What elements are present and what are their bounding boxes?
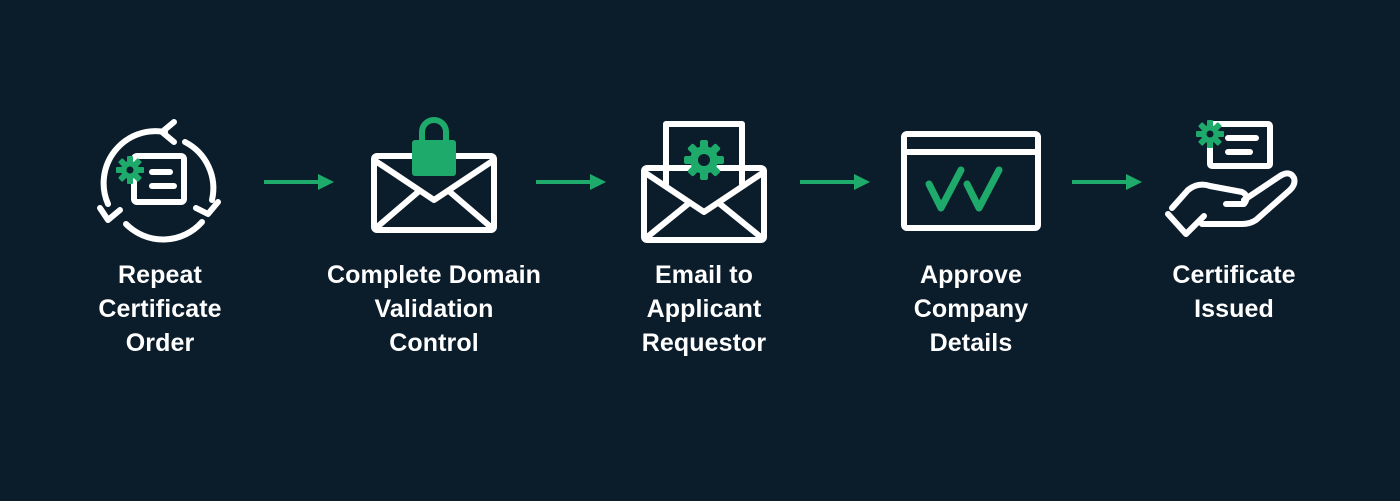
flow-arrow-icon (1072, 174, 1142, 190)
step-label-line: Certificate (1172, 261, 1296, 289)
step-approve-company-details: Approve Company Details (841, 112, 1101, 360)
locked-envelope-icon (371, 117, 497, 233)
step-label-line: Control (389, 329, 479, 357)
step-label-line: Approve (919, 261, 1023, 289)
hand-certificate-icon (1165, 120, 1298, 237)
step-label: Complete Domain Validation Control (327, 258, 541, 360)
step-label-line: Order (125, 329, 195, 357)
flow-arrow-icon (264, 174, 334, 190)
repeat-certificate-icon (97, 119, 221, 243)
step-label: Email to Applicant Requestor (642, 258, 767, 360)
step-label-line: Email to (654, 261, 754, 289)
step-label: Approve Company Details (914, 258, 1029, 360)
step-complete-domain-validation-control: Complete Domain Validation Control (304, 112, 564, 360)
step-certificate-issued: Certificate Issued (1104, 112, 1364, 326)
flow-arrow-icon (800, 174, 870, 190)
step-repeat-certificate-order: Repeat Certificate Order (30, 112, 290, 360)
browser-checkmarks-icon (901, 131, 1041, 231)
flow-arrow-icon (536, 174, 606, 190)
step-label-line: Requestor (641, 329, 767, 357)
step-label-line: Issued (1194, 295, 1274, 323)
step-label-line: Applicant (646, 295, 762, 323)
email-badge-icon (641, 121, 767, 243)
step-label-line: Certificate (98, 295, 222, 323)
step-label: Certificate Issued (1172, 258, 1295, 326)
step-label-line: Complete Domain (326, 261, 542, 289)
step-email-to-applicant-requestor: Email to Applicant Requestor (574, 112, 834, 360)
step-label-line: Company (913, 295, 1029, 323)
step-label-line: Validation (374, 295, 494, 323)
step-label-line: Details (929, 329, 1013, 357)
step-label: Repeat Certificate Order (98, 258, 221, 360)
step-label-line: Repeat (118, 261, 202, 289)
